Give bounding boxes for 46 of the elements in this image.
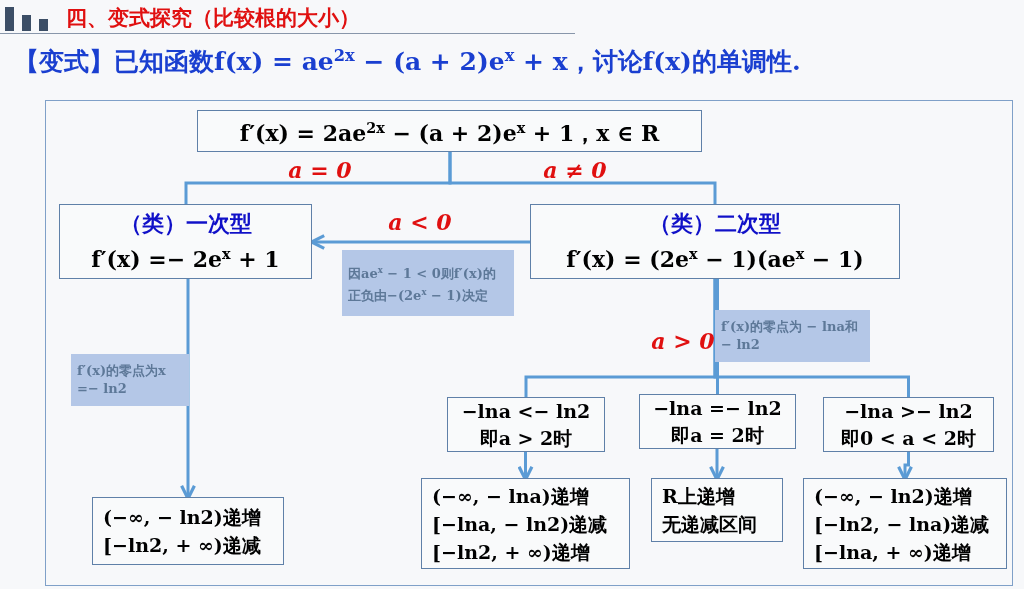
result-text: [−lna, + ∞)递增 <box>814 539 971 565</box>
condition-text: 即0 < a < 2时 <box>840 425 977 451</box>
result-text: [−ln2, + ∞)递增 <box>432 539 590 565</box>
result-text: R上递增 <box>662 484 735 509</box>
result-box <box>92 497 284 565</box>
result-box <box>651 478 783 542</box>
result-text: 无递减区间 <box>662 512 757 537</box>
type-heading: （类）二次型 <box>649 209 781 238</box>
type-heading: （类）一次型 <box>119 209 252 238</box>
condition-text: −lna <− ln2 <box>461 398 591 424</box>
connector-line <box>713 279 910 397</box>
edge-label: a > 0 <box>651 328 715 354</box>
type-box <box>530 204 900 279</box>
condition-text: −lna =− ln2 <box>653 395 782 421</box>
result-text: [−ln2, + ∞)递减 <box>103 533 261 558</box>
connector-line <box>448 152 717 204</box>
edge-label: a < 0 <box>388 209 452 235</box>
formula-text: f′(x) =− 2e$^{x}$ + 1 <box>91 244 280 275</box>
result-box <box>421 478 630 569</box>
condition-box <box>639 394 796 449</box>
note-text: 因ae$^{x}$ − 1 < 0则f′(x)的正负由−(2e$^{x}$ − 1)决定 <box>348 263 497 306</box>
result-text: (−∞, − ln2)递增 <box>814 483 972 509</box>
condition-box <box>823 397 994 452</box>
note-text: f′(x)的零点为 − lna和 − ln2 <box>721 318 859 354</box>
connector-line <box>716 279 719 394</box>
type-box <box>59 204 312 279</box>
note-box <box>342 250 514 316</box>
formula-text: f′(x) = 2ae$^{2x}$ − (a + 2)e$^{x}$ + 1，x ∈ R <box>239 119 660 149</box>
condition-text: −lna >− ln2 <box>844 398 973 424</box>
result-text: [−lna, − ln2)递减 <box>432 511 608 537</box>
note-box <box>715 310 870 362</box>
result-box <box>803 478 1007 569</box>
result-text: (−∞, − lna)递增 <box>432 483 589 509</box>
edge-label: a = 0 <box>288 157 352 183</box>
result-text: (−∞, − ln2)递增 <box>103 505 261 530</box>
formula-box <box>197 110 702 152</box>
condition-text: 即a = 2时 <box>671 422 764 448</box>
problem-statement: 【变式】已知函数f(x) = ae$^{2x}$ − (a + 2)e$^{x}$ + x，讨论f(x)的单调性. <box>14 45 801 78</box>
title: 四、变式探究（比较根的大小） <box>66 5 360 32</box>
condition-box <box>447 397 605 452</box>
formula-text: f′(x) = (2e$^{x}$ − 1)(ae$^{x}$ − 1) <box>566 244 864 275</box>
note-box <box>71 354 189 406</box>
edge-label: a ≠ 0 <box>543 157 607 183</box>
result-text: [−ln2, − lna)递减 <box>814 511 990 537</box>
note-text: f′(x)的零点为x =− ln2 <box>77 362 167 398</box>
condition-text: 即a > 2时 <box>479 425 573 451</box>
